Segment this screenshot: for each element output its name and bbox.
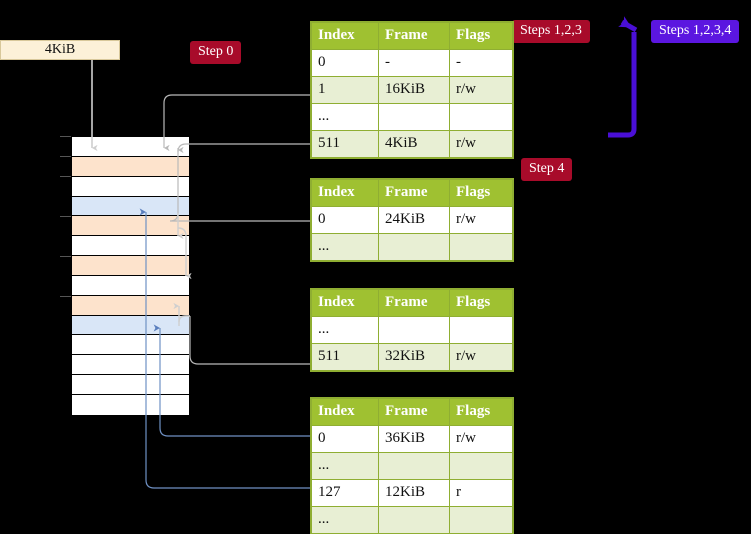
memory-frame-row[interactable]	[72, 315, 189, 336]
grid-tick	[60, 296, 71, 297]
cell-index: 0	[311, 425, 379, 453]
table-row[interactable]: 0 - -	[311, 49, 513, 77]
table-row[interactable]: 0 36KiB r/w	[311, 425, 513, 453]
column-header-flags: Flags	[449, 289, 513, 317]
grid-tick	[60, 136, 71, 137]
grid-tick	[60, 176, 71, 177]
cell-flags	[449, 452, 513, 480]
cell-index: 0	[311, 206, 379, 234]
column-header-index: Index	[311, 22, 379, 50]
cell-index: ...	[311, 233, 379, 261]
column-header-frame: Frame	[378, 289, 450, 317]
frame-size-box: 4KiB	[0, 40, 120, 60]
column-header-flags: Flags	[449, 398, 513, 426]
cell-flags	[449, 316, 513, 344]
cell-frame: 12KiB	[378, 479, 450, 507]
cell-index: ...	[311, 506, 379, 534]
column-header-index: Index	[311, 289, 379, 317]
pdpt-table: Index Frame Flags 0 24KiB r/w ...	[311, 179, 513, 261]
cell-frame: 4KiB	[378, 130, 450, 158]
cell-frame	[378, 452, 450, 480]
cell-index: ...	[311, 316, 379, 344]
pd-row511-connector	[189, 316, 310, 365]
cell-flags: r/w	[449, 130, 513, 158]
table-header-row: Index Frame Flags	[311, 22, 513, 50]
table-row[interactable]: ...	[311, 233, 513, 261]
cell-frame	[378, 103, 450, 131]
cell-flags	[449, 506, 513, 534]
memory-frame-row[interactable]	[72, 355, 189, 376]
memory-frame-row[interactable]	[72, 256, 189, 276]
steps-bracket-arrow	[608, 32, 637, 138]
column-header-flags: Flags	[449, 22, 513, 50]
table-row[interactable]: ...	[311, 452, 513, 480]
cell-flags: r/w	[449, 343, 513, 371]
table-header-row: Index Frame Flags	[311, 289, 513, 317]
pt-table: Index Frame Flags 0 36KiB r/w ... 127 12…	[311, 398, 513, 534]
table-header-row: Index Frame Flags	[311, 398, 513, 426]
cell-flags	[449, 233, 513, 261]
cell-frame	[378, 506, 450, 534]
memory-frame-row[interactable]	[72, 196, 189, 217]
badge-steps-1-2-3: Steps 1,2,3	[512, 20, 590, 43]
cell-frame	[378, 316, 450, 344]
column-header-index: Index	[311, 179, 379, 207]
physical-memory-grid	[71, 136, 190, 416]
cell-flags: r/w	[449, 76, 513, 104]
column-header-frame: Frame	[378, 398, 450, 426]
frame-size-label: 4KiB	[44, 42, 76, 57]
cell-flags: -	[449, 49, 513, 77]
badge-steps-1-2-3-4: Steps 1,2,3,4	[651, 20, 740, 43]
cell-flags: r/w	[449, 206, 513, 234]
grid-tick	[60, 216, 71, 217]
memory-frame-row[interactable]	[72, 335, 189, 356]
memory-frame-row[interactable]	[72, 156, 189, 177]
memory-frame-row[interactable]	[72, 236, 189, 257]
cell-index: ...	[311, 103, 379, 131]
column-header-frame: Frame	[378, 22, 450, 50]
memory-frame-row[interactable]	[72, 295, 189, 316]
memory-frame-row[interactable]	[72, 394, 189, 415]
cell-frame: 16KiB	[378, 76, 450, 104]
column-header-index: Index	[311, 398, 379, 426]
memory-frame-row[interactable]	[72, 176, 189, 197]
cell-index: 0	[311, 49, 379, 77]
table-row[interactable]: 0 24KiB r/w	[311, 206, 513, 234]
cell-index: 1	[311, 76, 379, 104]
column-header-flags: Flags	[449, 179, 513, 207]
cell-frame	[378, 233, 450, 261]
cell-frame: 24KiB	[378, 206, 450, 234]
memory-frame-row[interactable]	[72, 275, 189, 296]
grid-tick	[60, 156, 71, 157]
table-row[interactable]: 511 4KiB r/w	[311, 130, 513, 158]
memory-frame-row[interactable]	[72, 137, 189, 157]
memory-frame-row[interactable]	[72, 216, 189, 237]
pd-table: Index Frame Flags ... 511 32KiB r/w	[311, 289, 513, 371]
cell-flags	[449, 103, 513, 131]
memory-frame-row[interactable]	[72, 375, 189, 395]
grid-tick	[60, 256, 71, 257]
cell-index: 511	[311, 130, 379, 158]
table-row[interactable]: 1 16KiB r/w	[311, 76, 513, 104]
table-row[interactable]: 511 32KiB r/w	[311, 343, 513, 371]
cell-frame: -	[378, 49, 450, 77]
cell-frame: 32KiB	[378, 343, 450, 371]
cell-flags: r	[449, 479, 513, 507]
table-row[interactable]: ...	[311, 316, 513, 344]
cell-index: ...	[311, 452, 379, 480]
cell-index: 127	[311, 479, 379, 507]
table-header-row: Index Frame Flags	[311, 179, 513, 207]
badge-step-0: Step 0	[190, 41, 242, 64]
badge-step-4: Step 4	[521, 158, 573, 181]
steps-bracket-arrowhead	[618, 16, 638, 33]
cell-frame: 36KiB	[378, 425, 450, 453]
pml4-table: Index Frame Flags 0 - - 1 16KiB r/w ... …	[311, 22, 513, 158]
cell-index: 511	[311, 343, 379, 371]
table-row[interactable]: 127 12KiB r	[311, 479, 513, 507]
column-header-frame: Frame	[378, 179, 450, 207]
table-row[interactable]: ...	[311, 103, 513, 131]
table-row[interactable]: ...	[311, 506, 513, 534]
cell-flags: r/w	[449, 425, 513, 453]
pml4-row511-connector	[177, 143, 310, 153]
